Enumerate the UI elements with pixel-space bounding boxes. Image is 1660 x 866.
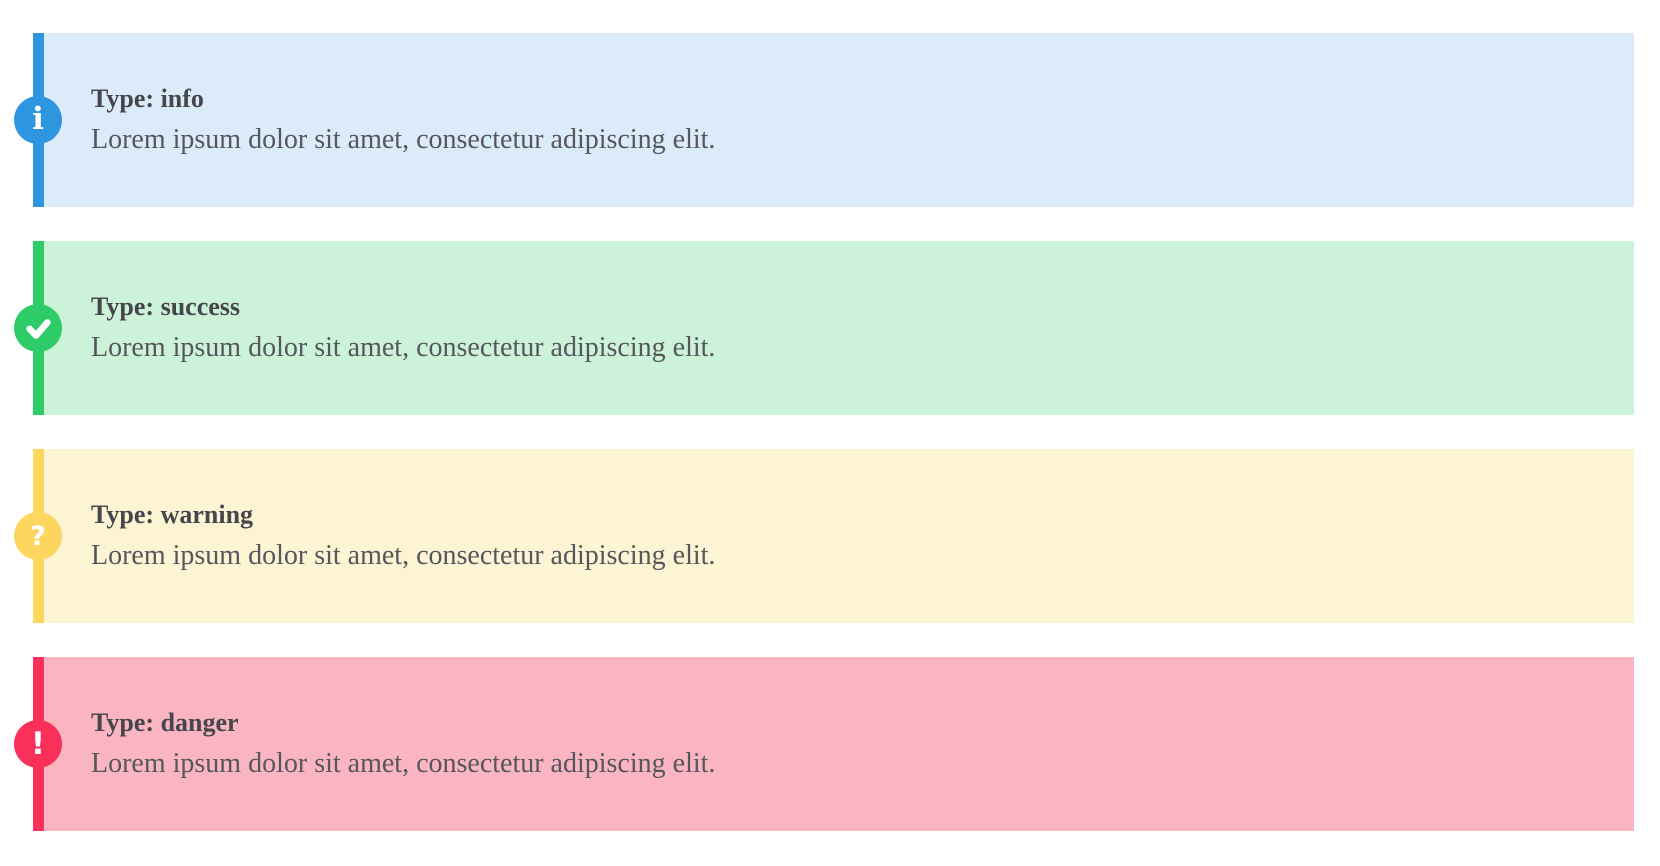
alert-body: Lorem ipsum dolor sit amet, consectetur … [91, 540, 716, 572]
alert-success: Type: success Lorem ipsum dolor sit amet… [14, 241, 1634, 415]
alert-list: i Type: info Lorem ipsum dolor sit amet,… [14, 33, 1634, 831]
alert-title: Type: success [91, 292, 241, 322]
alert-warning: ? Type: warning Lorem ipsum dolor sit am… [14, 449, 1634, 623]
alert-title: Type: info [91, 84, 204, 114]
alert-danger: ! Type: danger Lorem ipsum dolor sit ame… [14, 657, 1634, 831]
question-icon: ? [14, 512, 62, 560]
alert-title: Type: warning [91, 500, 254, 530]
alert-body: Lorem ipsum dolor sit amet, consectetur … [91, 124, 716, 156]
icon-glyph: i [32, 100, 44, 137]
check-icon [14, 304, 62, 352]
icon-glyph: ? [30, 520, 46, 552]
check-icon-shape [26, 319, 51, 339]
info-icon: i [14, 96, 62, 144]
icon-glyph: ! [30, 725, 46, 762]
alert-body: Lorem ipsum dolor sit amet, consectetur … [91, 332, 716, 364]
alert-title: Type: danger [91, 708, 239, 738]
alert-body: Lorem ipsum dolor sit amet, consectetur … [91, 748, 716, 780]
alert-info: i Type: info Lorem ipsum dolor sit amet,… [14, 33, 1634, 207]
exclamation-icon: ! [14, 720, 62, 768]
